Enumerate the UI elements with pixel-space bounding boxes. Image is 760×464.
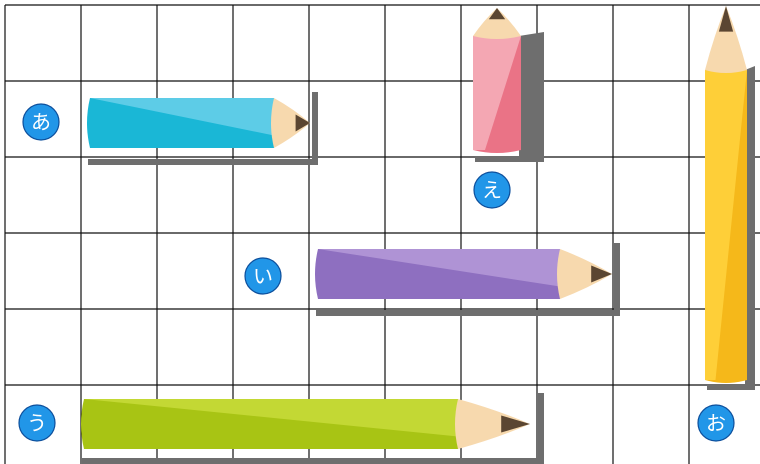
grid xyxy=(5,5,760,464)
pencil-badge-a: あ xyxy=(23,104,59,140)
badge-label: え xyxy=(482,178,502,202)
pencil-badge-o: お xyxy=(698,405,734,441)
pencil-badge-i: い xyxy=(245,258,281,294)
pencil-badge-e: え xyxy=(474,172,510,208)
badge-label: い xyxy=(253,264,273,288)
pencil-badge-u: う xyxy=(19,405,55,441)
badge-label: う xyxy=(27,411,47,435)
badge-label: お xyxy=(706,411,726,435)
badge-label: あ xyxy=(31,110,51,134)
